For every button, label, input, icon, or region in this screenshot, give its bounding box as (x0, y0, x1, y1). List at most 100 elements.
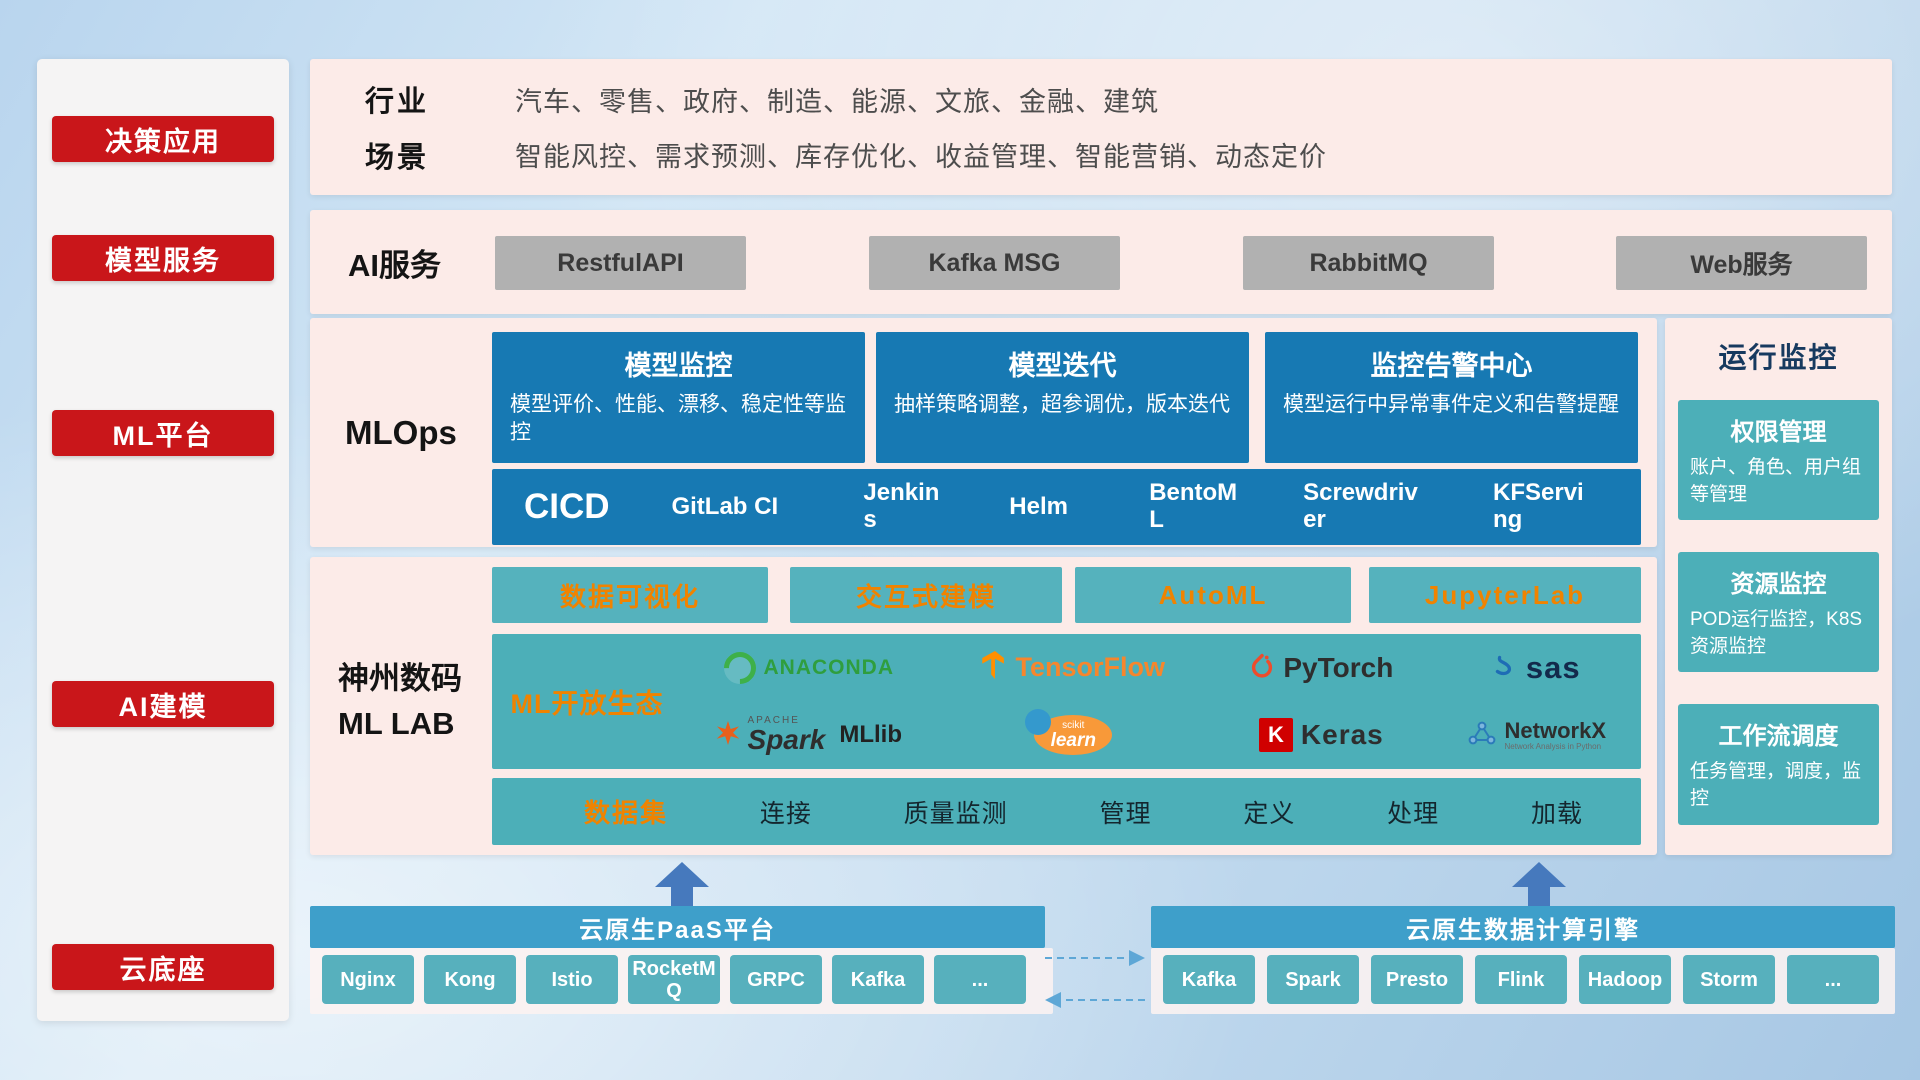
sidebar-item-ai-modeling: AI建模 (52, 681, 274, 727)
cicd-bar: CICD GitLab CI Jenkins Helm BentoML Scre… (492, 469, 1641, 545)
card-title: 监控告警中心 (1370, 351, 1533, 381)
dataset-item-process: 处理 (1387, 799, 1440, 828)
dataset-item-define: 定义 (1243, 799, 1296, 828)
ai-service-label: AI服务 (348, 247, 441, 283)
ai-service-panel: AI服务 RestfulAPI Kafka MSG RabbitMQ Web服务 (310, 210, 1892, 314)
cicd-label: CICD (524, 487, 610, 526)
chip-kong: Kong (424, 955, 516, 1004)
keras-icon: K (1258, 718, 1293, 753)
card-desc: 模型运行中异常事件定义和告警提醒 (1283, 393, 1619, 416)
chip-flink: Flink (1475, 955, 1567, 1004)
sas-icon (1492, 652, 1518, 683)
chip-more2: ... (1787, 955, 1879, 1004)
data-visualization-button: 数据可视化 (492, 567, 768, 623)
up-arrow-paas (652, 862, 712, 906)
cicd-item-kfserving: KFServing (1493, 479, 1584, 533)
web-service-button: Web服务 (1616, 236, 1867, 290)
chip-more: ... (934, 955, 1026, 1004)
dashed-connector-arrows (1045, 950, 1145, 1008)
kafka-msg-button: Kafka MSG (869, 236, 1120, 290)
card-desc: 模型评价、性能、漂移、稳定性等监控 (510, 393, 846, 445)
sidebar-item-cloud-base: 云底座 (52, 944, 274, 990)
industry-row: 行业 汽车、零售、政府、制造、能源、文旅、金融、建筑 (310, 78, 1892, 120)
dataset-label: 数据集 (584, 798, 669, 828)
mlops-label: MLOps (345, 413, 457, 451)
rabbitmq-button: RabbitMQ (1243, 236, 1494, 290)
sidebar-item-decision-app: 决策应用 (52, 116, 274, 162)
industry-label: 行业 (365, 86, 430, 119)
workflow-scheduling-card: 工作流调度 任务管理，调度，监控 (1678, 704, 1879, 825)
mllib-label: MLlib (839, 721, 902, 749)
scikit-label: scikit (1062, 719, 1085, 731)
networkx-subtitle: Network Analysis in Python (1504, 741, 1602, 751)
scikit-learn-logo: scikit learn (936, 709, 1212, 756)
industry-text: 汽车、零售、政府、制造、能源、文旅、金融、建筑 (515, 86, 1159, 117)
up-arrow-engine (1509, 862, 1569, 906)
anaconda-logo: ANACONDA (682, 645, 936, 691)
arrow-stem (671, 887, 693, 906)
model-iteration-card: 模型迭代 抽样策略调整，超参调优，版本迭代 (876, 332, 1249, 463)
chip-rocketmq: RocketMQ (628, 955, 720, 1004)
keras-label: Keras (1300, 719, 1384, 751)
chip-storm: Storm (1683, 955, 1775, 1004)
permission-management-card: 权限管理 账户、角色、用户组等管理 (1678, 400, 1879, 521)
dataset-item-connect: 连接 (759, 799, 812, 828)
left-sidebar: 决策应用 模型服务 ML平台 AI建模 云底座 (37, 59, 289, 1021)
card-desc: POD运行监控，K8S资源监控 (1690, 609, 1863, 657)
automl-button: AutoML (1075, 567, 1351, 623)
pytorch-icon (1249, 651, 1275, 684)
networkx-label: NetworkX (1504, 717, 1607, 743)
chip-istio: Istio (526, 955, 618, 1004)
resource-monitoring-card: 资源监控 POD运行监控，K8S资源监控 (1678, 552, 1879, 673)
mlops-panel: MLOps 模型监控 模型评价、性能、漂移、稳定性等监控 模型迭代 抽样策略调整… (310, 318, 1657, 547)
networkx-icon (1467, 720, 1497, 751)
sidebar-item-ml-platform: ML平台 (52, 410, 274, 456)
runtime-monitoring-title: 运行监控 (1718, 342, 1839, 373)
restfulapi-button: RestfulAPI (495, 236, 746, 290)
chip-nginx: Nginx (322, 955, 414, 1004)
scikit-learn-icon: scikit learn (1025, 709, 1113, 756)
card-title: 模型迭代 (1008, 351, 1117, 381)
model-monitoring-card: 模型监控 模型评价、性能、漂移、稳定性等监控 (492, 332, 865, 463)
spark-label: Spark (747, 724, 826, 756)
sidebar-item-model-service: 模型服务 (52, 235, 274, 281)
pytorch-logo: PyTorch (1211, 651, 1431, 684)
cicd-item-screwdriver: Screwdriver (1303, 479, 1418, 533)
interactive-modeling-button: 交互式建模 (790, 567, 1062, 623)
arrow-stem (1528, 887, 1550, 906)
scenario-row: 场景 智能风控、需求预测、库存优化、收益管理、智能营销、动态定价 (310, 134, 1892, 176)
ml-lab-label: 神州数码 ML LAB (338, 657, 462, 747)
runtime-monitoring-panel: 运行监控 权限管理 账户、角色、用户组等管理 资源监控 POD运行监控，K8S资… (1665, 318, 1892, 855)
chip-hadoop: Hadoop (1579, 955, 1671, 1004)
ecosystem-logo-grid: ANACONDA TensorFlow PyTorch sas (682, 634, 1641, 769)
chip-kafka2: Kafka (1163, 955, 1255, 1004)
cicd-item-bentoml: BentoML (1149, 479, 1238, 533)
scenario-label: 场景 (365, 141, 430, 174)
card-title: 权限管理 (1730, 419, 1827, 446)
industry-scenario-panel: 行业 汽车、零售、政府、制造、能源、文旅、金融、建筑 场景 智能风控、需求预测、… (310, 59, 1892, 195)
paas-header: 云原生PaaS平台 (310, 906, 1045, 948)
pytorch-label: PyTorch (1283, 651, 1394, 683)
cicd-item-jenkins: Jenkins (863, 479, 940, 533)
tensorflow-logo: TensorFlow (936, 651, 1212, 684)
card-desc: 抽样策略调整，超参调优，版本迭代 (894, 393, 1230, 416)
anaconda-label: ANACONDA (763, 655, 894, 679)
apache-label: APACHE (747, 715, 800, 727)
jupyterlab-button: JupyterLab (1369, 567, 1641, 623)
networkx-logo: NetworkX Network Analysis in Python (1432, 717, 1641, 752)
arrow-head (1512, 862, 1566, 887)
tensorflow-icon (981, 651, 1008, 684)
learn-label: learn (1050, 729, 1096, 751)
card-desc: 任务管理，调度，监控 (1690, 761, 1862, 809)
ml-open-ecosystem-label: ML开放生态 (510, 689, 664, 719)
card-title: 模型监控 (624, 351, 733, 381)
alert-center-card: 监控告警中心 模型运行中异常事件定义和告警提醒 (1265, 332, 1638, 463)
spark-icon (716, 720, 740, 750)
card-title: 工作流调度 (1718, 723, 1839, 751)
chip-kafka: Kafka (832, 955, 924, 1004)
chip-spark: Spark (1267, 955, 1359, 1004)
scenario-text: 智能风控、需求预测、库存优化、收益管理、智能营销、动态定价 (515, 142, 1327, 173)
scikit-circle-icon (1025, 709, 1052, 736)
engine-chips: Kafka Spark Presto Flink Hadoop Storm ..… (1163, 955, 1879, 1004)
ml-lab-label-line2: ML LAB (338, 705, 455, 741)
